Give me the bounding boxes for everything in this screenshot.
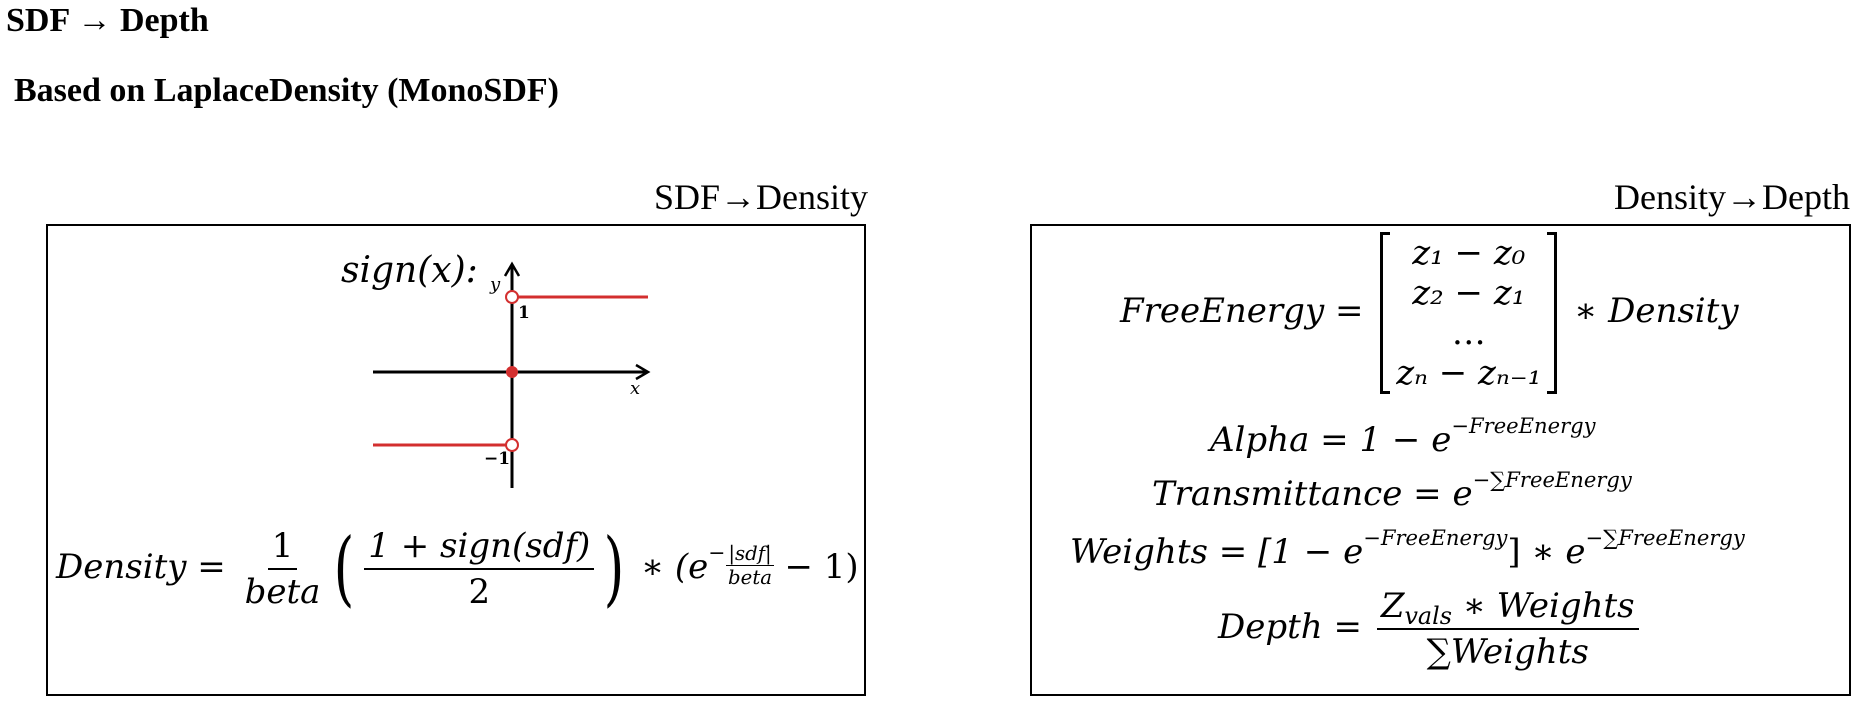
left-panel-label: SDF→Density — [653, 177, 868, 217]
depth-equation: Depth = Zvals ∗ Weights∑Weights — [1218, 586, 1643, 672]
open-point-negative — [505, 438, 519, 452]
filled-point-origin — [506, 366, 518, 378]
y-axis-label: y — [489, 274, 501, 295]
y-axis-arrow — [503, 261, 521, 277]
subtitle: Based on LaplaceDensity (MonoSDF) — [14, 72, 559, 109]
weights-equation: Weights = [1 − e−FreeEnergy] ∗ e−∑FreeEn… — [1070, 525, 1745, 572]
right-panel-label: Density→Depth — [1614, 177, 1850, 217]
sign-function-plot: y x 1 −1 — [373, 261, 651, 488]
sign-function-label: sign(x): — [341, 250, 478, 291]
main-title: SDF → Depth — [6, 2, 209, 39]
x-axis-arrow — [635, 363, 651, 381]
tick-label-pos: 1 — [518, 303, 530, 323]
transmittance-equation: Transmittance = e−∑FreeEnergy — [1152, 467, 1632, 514]
open-point-positive — [505, 290, 519, 304]
x-axis-label: x — [630, 378, 640, 399]
density-to-depth-panel: FreeEnergy = z₁ − z₀ z₂ − z₁ … zₙ − zₙ₋₁… — [1030, 224, 1851, 696]
tick-label-neg: −1 — [484, 449, 510, 469]
alpha-equation: Alpha = 1 − e−FreeEnergy — [1210, 413, 1596, 460]
depth-difference-matrix: z₁ − z₀ z₂ − z₁ … zₙ − zₙ₋₁ — [1380, 232, 1558, 394]
free-energy-equation: FreeEnergy = z₁ − z₀ z₂ − z₁ … zₙ − zₙ₋₁… — [1120, 232, 1739, 394]
